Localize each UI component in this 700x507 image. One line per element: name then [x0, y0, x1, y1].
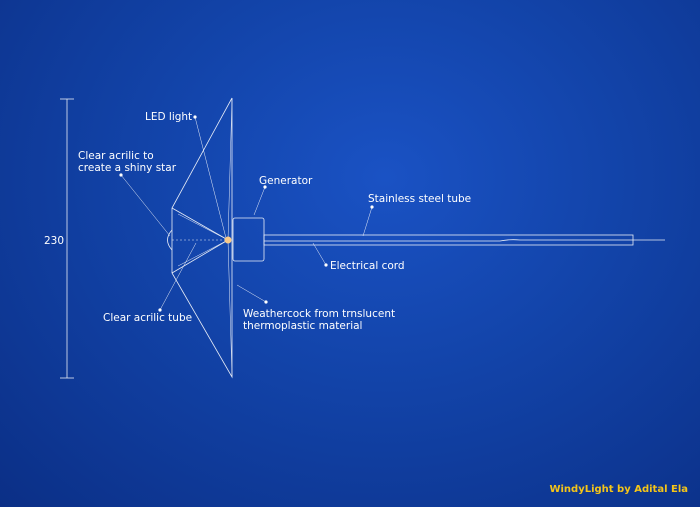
- label-weathercock-line1: Weathercock from trnslucent: [243, 308, 396, 320]
- acrylic-star-dome: [167, 229, 173, 251]
- leader-tube: [362, 206, 373, 237]
- weathercock-rib-2: [171, 239, 229, 274]
- label-weathercock-line2: thermoplastic material: [243, 320, 363, 332]
- weathercock-inner-top: [227, 97, 233, 241]
- weathercock-rib-4: [177, 239, 229, 267]
- leader-acrylic-tube: [159, 242, 197, 311]
- dot-cord: [324, 263, 328, 267]
- dot-tube: [370, 205, 374, 209]
- dimension-label: 230: [44, 235, 65, 247]
- dot-generator: [263, 185, 267, 189]
- leader-generator: [253, 186, 266, 216]
- label-stainless-steel-tube: Stainless steel tube: [368, 193, 472, 205]
- led-light: [224, 236, 232, 244]
- weathercock-rib-3: [177, 213, 229, 241]
- weathercock-rib-5: [227, 239, 233, 378]
- leader-star: [120, 174, 171, 237]
- electrical-cord: [264, 239, 633, 242]
- dot-acrylic-tube: [158, 308, 162, 312]
- weathercock-rib-1: [171, 207, 229, 241]
- label-generator: Generator: [259, 175, 313, 187]
- label-clear-acrylic-star-line2: create a shiny star: [78, 162, 177, 174]
- leader-led: [194, 116, 227, 239]
- label-clear-acrylic-star-line1: Clear acrilic to: [78, 150, 154, 162]
- label-electrical-cord: Electrical cord: [330, 260, 405, 272]
- generator-box: [232, 217, 265, 262]
- label-clear-acrylic-tube: Clear acrilic tube: [103, 312, 193, 324]
- dot-star: [119, 173, 123, 177]
- credit-text: WindyLight by Adital Ela: [549, 484, 688, 495]
- leader-cord: [312, 242, 327, 266]
- dot-led: [193, 115, 197, 119]
- label-led-light: LED light: [145, 111, 193, 123]
- dot-weathercock: [264, 300, 268, 304]
- leader-weathercock: [236, 284, 267, 303]
